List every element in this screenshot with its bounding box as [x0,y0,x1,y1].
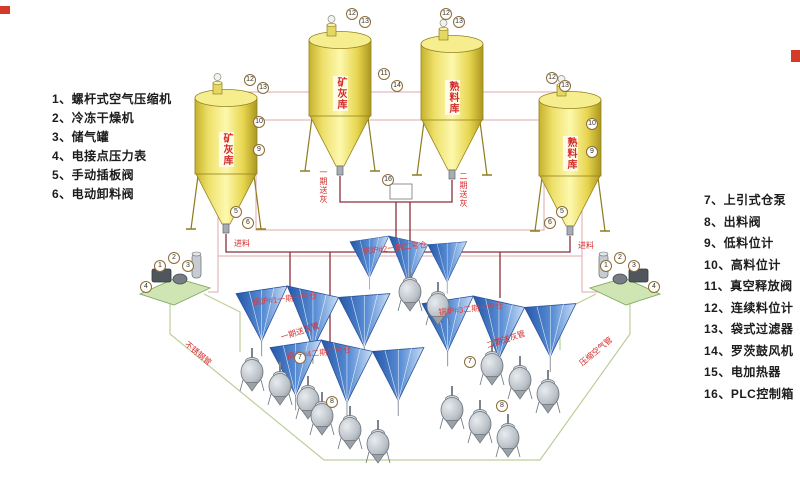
legend-left: 1、螺杆式空气压缩机 2、冷冻干燥机 3、储气罐 4、电接点压力表 5、手动插板… [52,90,172,204]
callout: 6 [242,217,254,229]
legend-right: 7、上引式仓泵 8、出料阀 9、低料位计 10、高料位计 11、真空释放阀 12… [704,190,794,405]
callout: 5 [556,206,568,218]
callout: 12 [346,8,358,20]
legend-item: 4、电接点压力表 [52,149,147,163]
callout: 10 [586,118,598,130]
silo-4-label: 熟料库 [563,136,578,171]
anno-feed-right: 进料 [578,241,594,250]
callout: 1 [154,260,166,272]
silo-3-label: 熟料库 [445,80,460,115]
vessel-cluster-bottom-left [309,391,391,464]
callout: 13 [257,82,269,94]
callout: 12 [440,8,452,20]
callout: 13 [559,80,571,92]
anno-phase1: 一期送灰 [319,168,328,204]
callout: 3 [628,260,640,272]
callout: 11 [378,68,390,80]
legend-item: 16、PLC控制箱 [704,386,794,401]
callout: 8 [326,396,338,408]
legend-item: 1、螺杆式空气压缩机 [52,92,172,106]
anno-feed-left: 进料 [234,239,250,248]
plc-control-box [389,183,413,200]
red-mark-top-left [0,6,10,14]
legend-item: 6、电动卸料阀 [52,187,135,201]
legend-item: 11、真空释放阀 [704,279,793,293]
anno-phase2: 二期送灰 [459,172,468,208]
callout: 13 [453,16,465,28]
legend-item: 14、罗茨鼓风机 [704,343,794,358]
callout: 2 [614,252,626,264]
callout: 3 [182,260,194,272]
legend-item: 7、上引式仓泵 [704,193,787,207]
legend-item: 12、连续料位计 [704,300,794,315]
callout: 9 [586,146,598,158]
silo-2-label: 矿灰库 [333,76,348,111]
callout: 7 [294,352,306,364]
legend-item: 3、储气罐 [52,130,110,144]
red-mark-right [791,50,800,62]
vessel-cluster-bottom-right [439,385,521,458]
legend-item: 2、冷冻干燥机 [52,111,135,125]
silo-1-label: 矿灰库 [219,132,234,167]
callout: 4 [648,281,660,293]
callout: 7 [464,356,476,368]
callout: 4 [140,281,152,293]
legend-item: 10、高料位计 [704,257,781,272]
callout: 1 [600,260,612,272]
callout: 8 [496,400,508,412]
legend-item: 5、手动插板阀 [52,168,135,182]
callout: 9 [253,144,265,156]
legend-item: 13、袋式过滤器 [704,322,794,336]
callout: 2 [168,252,180,264]
callout: 13 [359,16,371,28]
callout: 10 [253,116,265,128]
callout: 5 [230,206,242,218]
callout: 16 [382,174,394,186]
legend-item: 8、出料阀 [704,214,762,229]
callout: 12 [546,72,558,84]
legend-item: 15、电加热器 [704,365,781,379]
callout: 6 [544,217,556,229]
callout: 14 [391,80,403,92]
legend-item: 9、低料位计 [704,236,774,250]
callout: 12 [244,74,256,86]
